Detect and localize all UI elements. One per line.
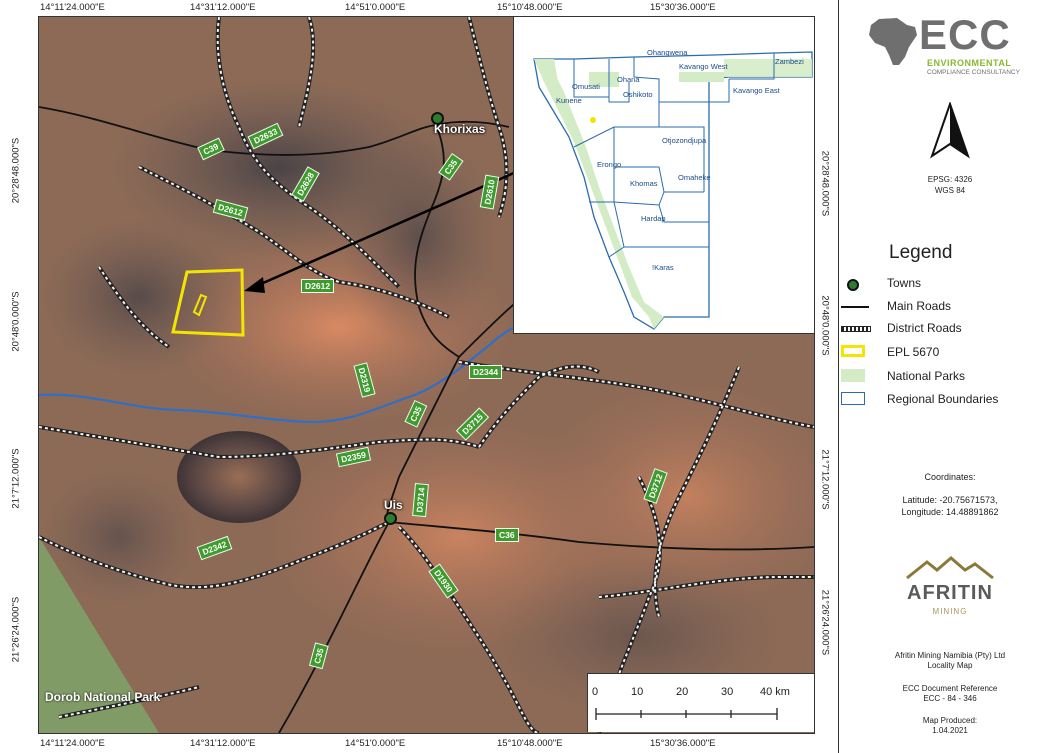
coord-bottom-1: 14°11'24.000"E [40,738,105,749]
afritin-logo-text: AFRITIN [907,582,993,604]
coord-left-2: 20°48'0.000"S [10,291,22,352]
main-road [278,521,390,733]
map-type: Locality Map [927,661,973,670]
road-label-c36: C36 [495,528,519,542]
town-marker-khorixas[interactable] [431,112,444,125]
scale-label-10: 10 [631,686,644,698]
region-ohangwena: Ohangwena [647,48,688,57]
park-label-dorob: Dorob National Park [45,690,161,704]
legend-title: Legend [889,242,953,263]
region-kavango-east: Kavango East [733,86,780,95]
scale-bar: 0 10 20 30 40 km [587,673,814,732]
road-label-d2612-lower: D2612 [301,279,335,293]
coord-right-4: 21°26'24.000"S [819,589,831,656]
inset-map-namibia[interactable]: Ohangwena Omusati Ohana Kavango West Zam… [513,17,814,334]
region-khomas: Khomas [630,179,658,188]
coord-top-5: 15°30'36.000"E [650,2,716,13]
coord-top-2: 14°31'12.000"E [190,2,256,13]
coord-top-1: 14°11'24.000"E [40,2,105,13]
scale-label-0: 0 [592,686,599,698]
epl-5670-inner [192,293,208,317]
epl-symbol [841,345,865,357]
region-zambezi: Zambezi [775,57,804,66]
ecc-logo-sub1: ENVIRONMENTAL [927,58,1012,68]
main-map[interactable]: Khorixas Uis D2633 C39 D2628 C35 D2610 D… [38,16,815,734]
boundary-symbol [841,392,865,405]
latitude-value: Latitude: -20.75671573, [902,495,998,505]
epsg-code: EPSG: 4326 [927,175,973,184]
coord-right-2: 20°48'0.000"S [819,295,831,356]
coordinates-title: Coordinates: [924,472,976,482]
region-ohana: Ohana [617,75,640,84]
main-road [388,521,814,551]
ecc-logo-text: ECC [919,11,1011,58]
coord-left-1: 20°28'48.000"S [10,137,22,204]
region-omaheke: Omaheke [678,173,711,182]
coord-right-1: 20°28'48.000"S [819,150,831,217]
national-park-area [39,537,159,733]
region-karas: !Karas [652,263,674,272]
coord-right-3: 21°7'12.000"S [819,449,831,510]
epl-5670-boundary [171,268,245,337]
main-road-symbol [841,306,869,308]
afritin-logo-sub: MINING [932,607,968,616]
region-omusati: Omusati [572,82,600,91]
road-label-d3714: D3714 [412,482,429,518]
town-marker-uis[interactable] [384,512,397,525]
district-road-symbol [841,326,871,332]
north-arrow-icon [930,102,970,159]
town-icon [847,279,859,291]
inset-regions [533,51,813,330]
datum: WGS 84 [934,186,966,195]
afritin-mountain-icon [906,556,994,580]
region-kavango-west: Kavango West [679,62,728,71]
park-symbol [841,369,865,382]
arrow-head [244,277,265,293]
coord-top-3: 14°51'0.000"E [345,2,406,13]
road-label-d2344: D2344 [469,365,503,379]
doc-ref-label: ECC Document Reference [902,684,998,693]
coord-top-4: 15°10'48.000"E [497,2,563,13]
inset-epl-marker [590,117,596,123]
doc-ref-value: ECC - 84 - 346 [923,694,977,703]
scale-label-20: 20 [676,686,689,698]
scale-label-30: 30 [721,686,734,698]
longitude-value: Longitude: 14.48891862 [901,507,999,517]
coord-bottom-3: 14°51'0.000"E [345,738,406,749]
coord-left-4: 21°26'24.000"S [10,596,22,663]
scale-bar-ticks [595,708,778,720]
coord-bottom-2: 14°31'12.000"E [190,738,256,749]
produced-date: 1.04.2021 [932,726,968,735]
region-kunene: Kunene [556,96,582,105]
africa-map-icon [869,18,917,65]
ecc-logo-sub2: COMPLIANCE CONSULTANCY [927,69,1020,76]
region-otjozondjupa: Otjozondjupa [662,136,707,145]
coord-bottom-5: 15°30'36.000"E [650,738,716,749]
coord-left-3: 21°7'12.000"S [10,448,22,509]
map-info-panel: ECC ENVIRONMENTAL COMPLIANCE CONSULTANCY… [838,0,1060,753]
region-oshikoto: Oshikoto [623,90,653,99]
main-road [39,106,510,156]
river [39,311,560,424]
town-label-khorixas: Khorixas [434,122,486,136]
town-label-uis: Uis [384,498,403,512]
company-name: Afritin Mining Namibia (Pty) Ltd [894,651,1006,660]
coord-bottom-4: 15°10'48.000"E [497,738,563,749]
scale-label-40: 40 km [760,686,790,698]
produced-label: Map Produced: [922,716,978,725]
region-hardap: Hardap [641,214,666,223]
region-erongo: Erongo [597,160,622,169]
